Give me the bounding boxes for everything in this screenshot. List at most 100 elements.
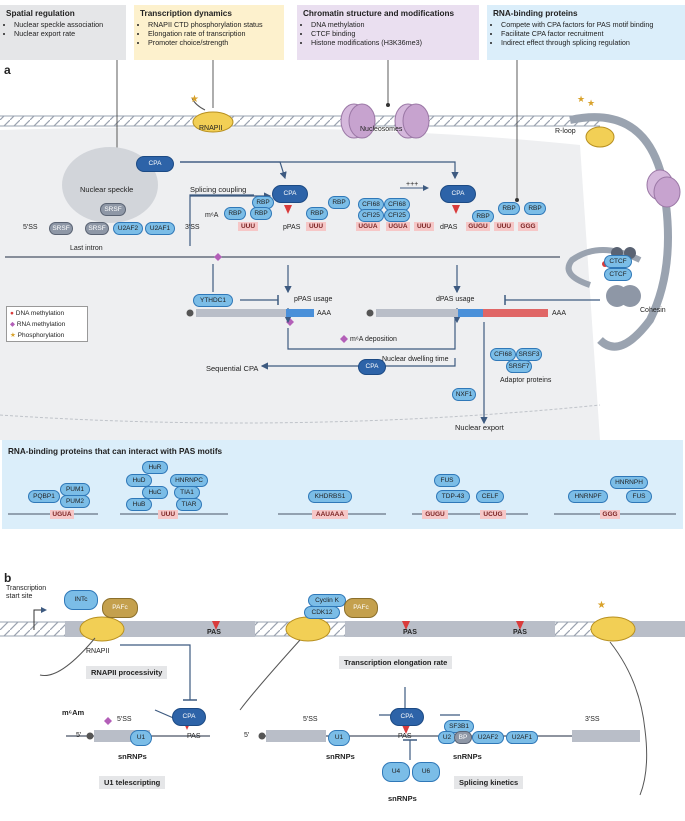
pas-label: PAS [207,629,221,636]
legend: ● DNA methylation ◆ RNA methylation ★ Ph… [6,306,88,342]
nuclear-export-label: Nuclear export [455,423,504,432]
ugua-tag: UGUA [356,222,380,231]
u1-pill: U1 [328,730,350,746]
pas-label: PAS [513,629,527,636]
legend-label: Phosphorylation [17,332,65,339]
protein-pill: CELF [476,490,504,503]
snrnps-label: snRNPs [326,752,355,761]
panel-b-diagram: ★ [0,600,685,796]
u2af2-pill: U2AF2 [472,731,504,744]
protein-pill: HuC [142,486,168,499]
ggg-tag: GGG [518,222,538,231]
five-ss-label: 5′SS [23,224,38,231]
cfi25-pill: CFI25 [358,209,384,222]
nuclear-speckle-shape [62,147,158,223]
chromatin-item: Histone modifications (H3K36me3) [311,38,473,47]
five-prime-label: 5′ [244,732,250,739]
nuclear-speckle-label: Nuclear speckle [80,185,134,194]
dna-strand [0,116,600,126]
cfi25-pill: CFI25 [384,209,410,222]
rbp-box: RNA-binding proteins Compete with CPA fa… [487,5,685,60]
protein-pill: PQBP1 [28,490,60,503]
rnapii-shape [79,616,125,642]
srsf7-pill: SRSF7 [506,360,532,373]
snrnps-label: snRNPs [388,794,417,803]
rnapii-processivity-label: RNAPII processivity [86,666,168,679]
pas-label-b: PAS [187,733,201,740]
ctcf-pill: CTCF [604,255,632,268]
rbp-pas-motif-panel: RNA-binding proteins that can interact w… [2,440,683,529]
cpa-complex: CPA [358,359,386,375]
rbp-pill: RBP [252,196,274,209]
cdk12-pill: CDK12 [304,606,340,619]
cfi68-pill: CFI68 [490,348,516,361]
legend-item: ◆ RNA methylation [10,319,84,330]
aaa-label: AAA [317,310,332,317]
elongation-rate-label: Transcription elongation rate [339,656,453,669]
five-prime-label: 5′ [76,732,82,739]
spatial-item: Nuclear speckle association [14,20,120,29]
rbp-pill: RBP [224,207,246,220]
nxf1-pill: NXF1 [452,388,476,401]
uuu-tag: UUU [414,222,434,231]
legend-item: ★ Phosphorylation [10,330,84,341]
mrna-short-utr [286,309,314,317]
srsf-pill: SRSF [100,203,126,216]
protein-pill: KHDRBS1 [308,490,352,503]
rbp-panel-title: RNA-binding proteins that can interact w… [8,447,223,456]
uuu-tag: UUU [238,222,258,231]
protein-pill: FUS [626,490,652,503]
phosphorylation-star-icon: ★ [10,332,16,339]
protein-pill: TDP-43 [436,490,470,503]
protein-pill: HNRNPF [568,490,608,503]
m6a-label: m⁶A [205,212,219,219]
rbp-title: RNA-binding proteins [493,9,578,18]
protein-pill: FUS [434,474,460,487]
svg-text:★: ★ [587,98,595,108]
u1-telescripting-label: U1 telescripting [99,776,166,789]
chromatin-item: DNA methylation [311,20,473,29]
rbp-pill: RBP [498,202,520,215]
spatial-item: Nuclear export rate [14,29,120,38]
splicing-coupling-label: Splicing coupling [190,185,247,194]
chromatin-title: Chromatin structure and modifications [303,9,455,18]
rnapii-label: RNAPII [199,125,223,132]
mrna-short-body [196,309,286,317]
cohesin-label: Cohesin [640,307,666,314]
pafc-complex: PAFc [102,598,138,618]
rnapii-label-b: RNAPII [86,648,110,655]
mrna-long-utr [483,309,548,317]
rloop-label: R-loop [555,128,576,135]
rnapii-shape [590,616,636,642]
dna-methylation-dot-icon: ● [10,310,14,317]
rbp-pill: RBP [250,207,272,220]
protein-pill: HuR [142,461,168,474]
panel-a-label: a [4,63,11,77]
tss-label-line: Transcription [6,585,47,592]
rnapii-shape [285,616,331,642]
transcription-item: Elongation rate of transcription [148,29,278,38]
ugua-tag: UGUA [386,222,410,231]
pas-label-b: PAS [398,733,412,740]
dpas-usage-label: dPAS usage [436,296,475,303]
chromatin-box: Chromatin structure and modifications DN… [297,5,479,60]
spatial-title: Spatial regulation [6,9,75,18]
exon-block [266,730,326,742]
aaa-label: AAA [552,310,567,317]
srsf-pill: SRSF [49,222,73,235]
protein-pill: TIAR [176,498,202,511]
gene-block [345,621,555,637]
u2af2-pill: U2AF2 [113,222,143,235]
cpa-complex: CPA [272,185,308,203]
rbp-pill: RBP [306,207,328,220]
motif-tag: UGUA [50,510,74,519]
m6a-deposition-label: m⁶A deposition [350,336,397,343]
bp-pill: BP [454,731,472,744]
five-ss-label-b: 5′SS [117,716,132,723]
srsf-pill: SRSF [85,222,109,235]
three-ss-label: 3′SS [185,224,200,231]
protein-pill: HuB [126,498,152,511]
svg-text:★: ★ [597,600,606,611]
nucleosomes-label: Nucleosomes [360,126,403,133]
